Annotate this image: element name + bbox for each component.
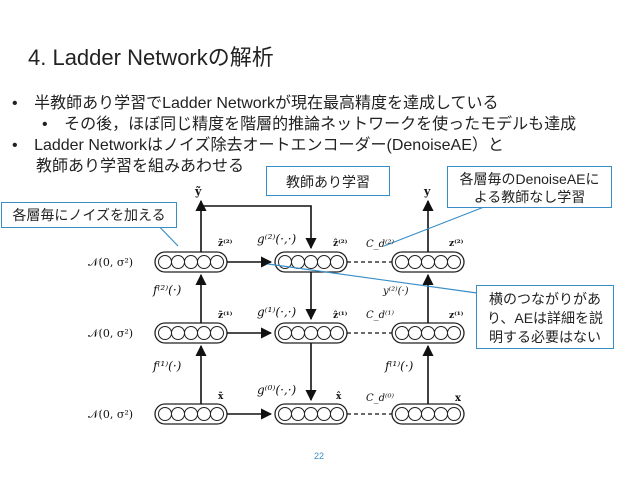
f1-label-left: f⁽¹⁾(·) [152, 359, 182, 373]
layer-row-right-top [391, 251, 465, 273]
bullet-3: • Ladder Networkはノイズ除去オートエンコーダー(DenoiseA… [12, 136, 504, 156]
z1-label: z⁽¹⁾ [449, 310, 464, 321]
callout-noise-each-layer: 各層毎にノイズを加える [1, 202, 177, 228]
z1-tilde-label: z̃⁽¹⁾ [218, 310, 233, 321]
callout-supervised: 教師あり学習 [266, 166, 390, 196]
arrow-top-to-decoder [201, 205, 317, 250]
g0-label: g⁽⁰⁾(·,·) [257, 383, 297, 397]
layer-row-left-mid [154, 322, 228, 344]
z2-label: z⁽²⁾ [449, 238, 464, 249]
callout-denoise-unsupervised: 各層毎のDenoiseAEによる教師なし学習 [447, 166, 612, 208]
cost-c1: C_d⁽¹⁾ [366, 310, 395, 321]
layer-row-left-top [154, 251, 228, 273]
layer-row-center-top [274, 251, 348, 273]
z2-hat-label: ẑ⁽²⁾ [333, 238, 348, 249]
layer-row-right-mid [391, 322, 465, 344]
y-tilde-label: ỹ [194, 185, 202, 198]
partial-label: y⁽²⁾(·) [382, 286, 409, 297]
page-number: 22 [313, 451, 324, 461]
z2-tilde-label: z̃⁽²⁾ [218, 238, 233, 249]
layer-row-right-bottom [391, 403, 465, 425]
y-label: y [423, 185, 431, 198]
cost-c0: C_d⁽⁰⁾ [366, 393, 395, 404]
f2-label: f⁽²⁾(·) [152, 283, 182, 297]
bullet-text: Ladder Networkはノイズ除去オートエンコーダー(DenoiseAE）… [34, 137, 504, 154]
noise-label-bottom: 𝒩(0, σ²) [88, 408, 133, 421]
bullet-marker: • [42, 116, 48, 133]
z1-hat-label: ẑ⁽¹⁾ [333, 310, 348, 321]
bullet-text: 半教師あり学習でLadder Networkが現在最高精度を達成している [34, 95, 499, 112]
callout-lateral-note: 横のつながりがあり、AEは詳細を説明する必要はない [476, 285, 614, 349]
bullet-2: • その後，ほぼ同じ精度を階層的推論ネットワークを使ったモデルも達成 [42, 115, 576, 135]
bullet-marker: • [12, 95, 18, 112]
layer-row-center-mid [274, 322, 348, 344]
g1-label: g⁽¹⁾(·,·) [257, 305, 297, 319]
noise-label-top: 𝒩(0, σ²) [88, 256, 133, 269]
cost-c2: C_d⁽²⁾ [366, 239, 395, 250]
g2-label: g⁽²⁾(·,·) [257, 232, 297, 246]
layer-row-left-bottom [154, 403, 228, 425]
bullet-text: 教師あり学習を組みあわせる [36, 158, 245, 175]
x-label: x [455, 393, 462, 404]
callout-leader-denoise [383, 206, 485, 247]
bullet-4: 教師あり学習を組みあわせる [36, 157, 244, 177]
slide-title: 4. Ladder Networkの解析 [28, 45, 274, 70]
x-tilde-label: x̃ [218, 391, 224, 402]
noise-label-mid: 𝒩(0, σ²) [88, 327, 133, 340]
x-hat-label: x̂ [336, 391, 342, 402]
layer-row-center-bottom [274, 403, 348, 425]
bullet-marker: • [12, 137, 18, 154]
bullet-text: その後，ほぼ同じ精度を階層的推論ネットワークを使ったモデルも達成 [64, 116, 577, 133]
bullet-1: • 半教師あり学習でLadder Networkが現在最高精度を達成している [12, 94, 499, 114]
callout-leader-lateral [267, 263, 478, 294]
f1-label-right: f⁽¹⁾(·) [384, 359, 414, 373]
